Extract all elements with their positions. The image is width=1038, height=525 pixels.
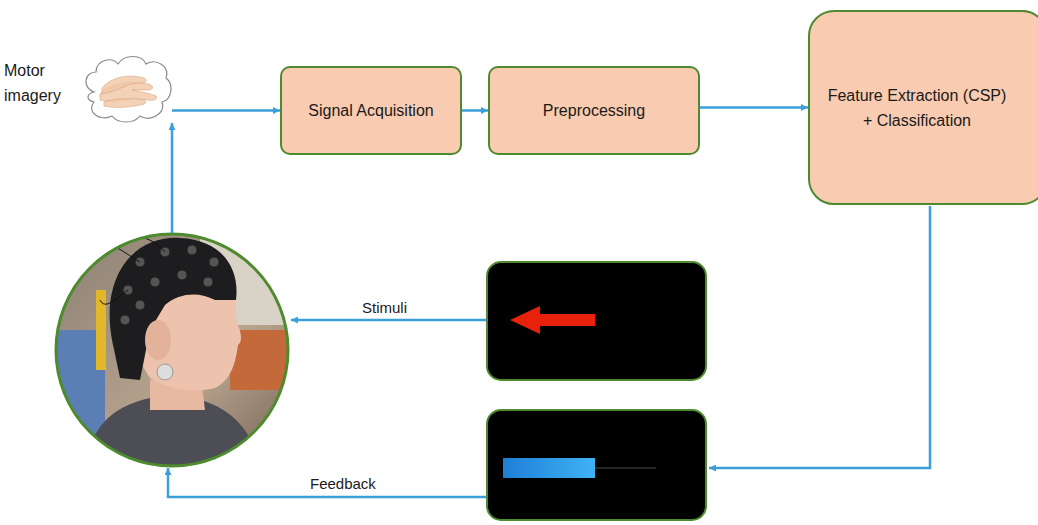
flow-arrow — [172, 109, 280, 112]
box-label: Signal Acquisition — [308, 98, 433, 123]
flow-arrow — [462, 109, 488, 112]
box-label: Feature Extraction (CSP) + Classificatio… — [827, 83, 1007, 133]
process-box: Feature Extraction (CSP) + Classificatio… — [808, 10, 1038, 205]
process-box: Preprocessing — [488, 66, 700, 155]
feedback-line — [168, 468, 486, 497]
cloud-shape — [82, 52, 172, 124]
box-label: Preprocessing — [543, 98, 645, 123]
stimuli-line — [291, 319, 486, 322]
imagery-cloud: Motor imagery — [82, 52, 172, 124]
stimulus-screen — [487, 262, 706, 380]
person-frame — [56, 234, 288, 466]
process-box: Signal Acquisition — [280, 66, 462, 155]
line-label: Feedback — [310, 475, 376, 493]
imagery-line — [171, 123, 174, 233]
flow-arrow — [700, 106, 808, 109]
person-photo — [50, 230, 300, 475]
line-label: Stimuli — [362, 299, 407, 317]
feedback-bar — [503, 458, 595, 478]
output-line — [709, 206, 930, 468]
feedback-track — [595, 467, 656, 469]
feedback-screen — [487, 410, 706, 520]
left-arrow-cue — [510, 306, 595, 334]
node-heading: Motor imagery — [4, 58, 70, 108]
